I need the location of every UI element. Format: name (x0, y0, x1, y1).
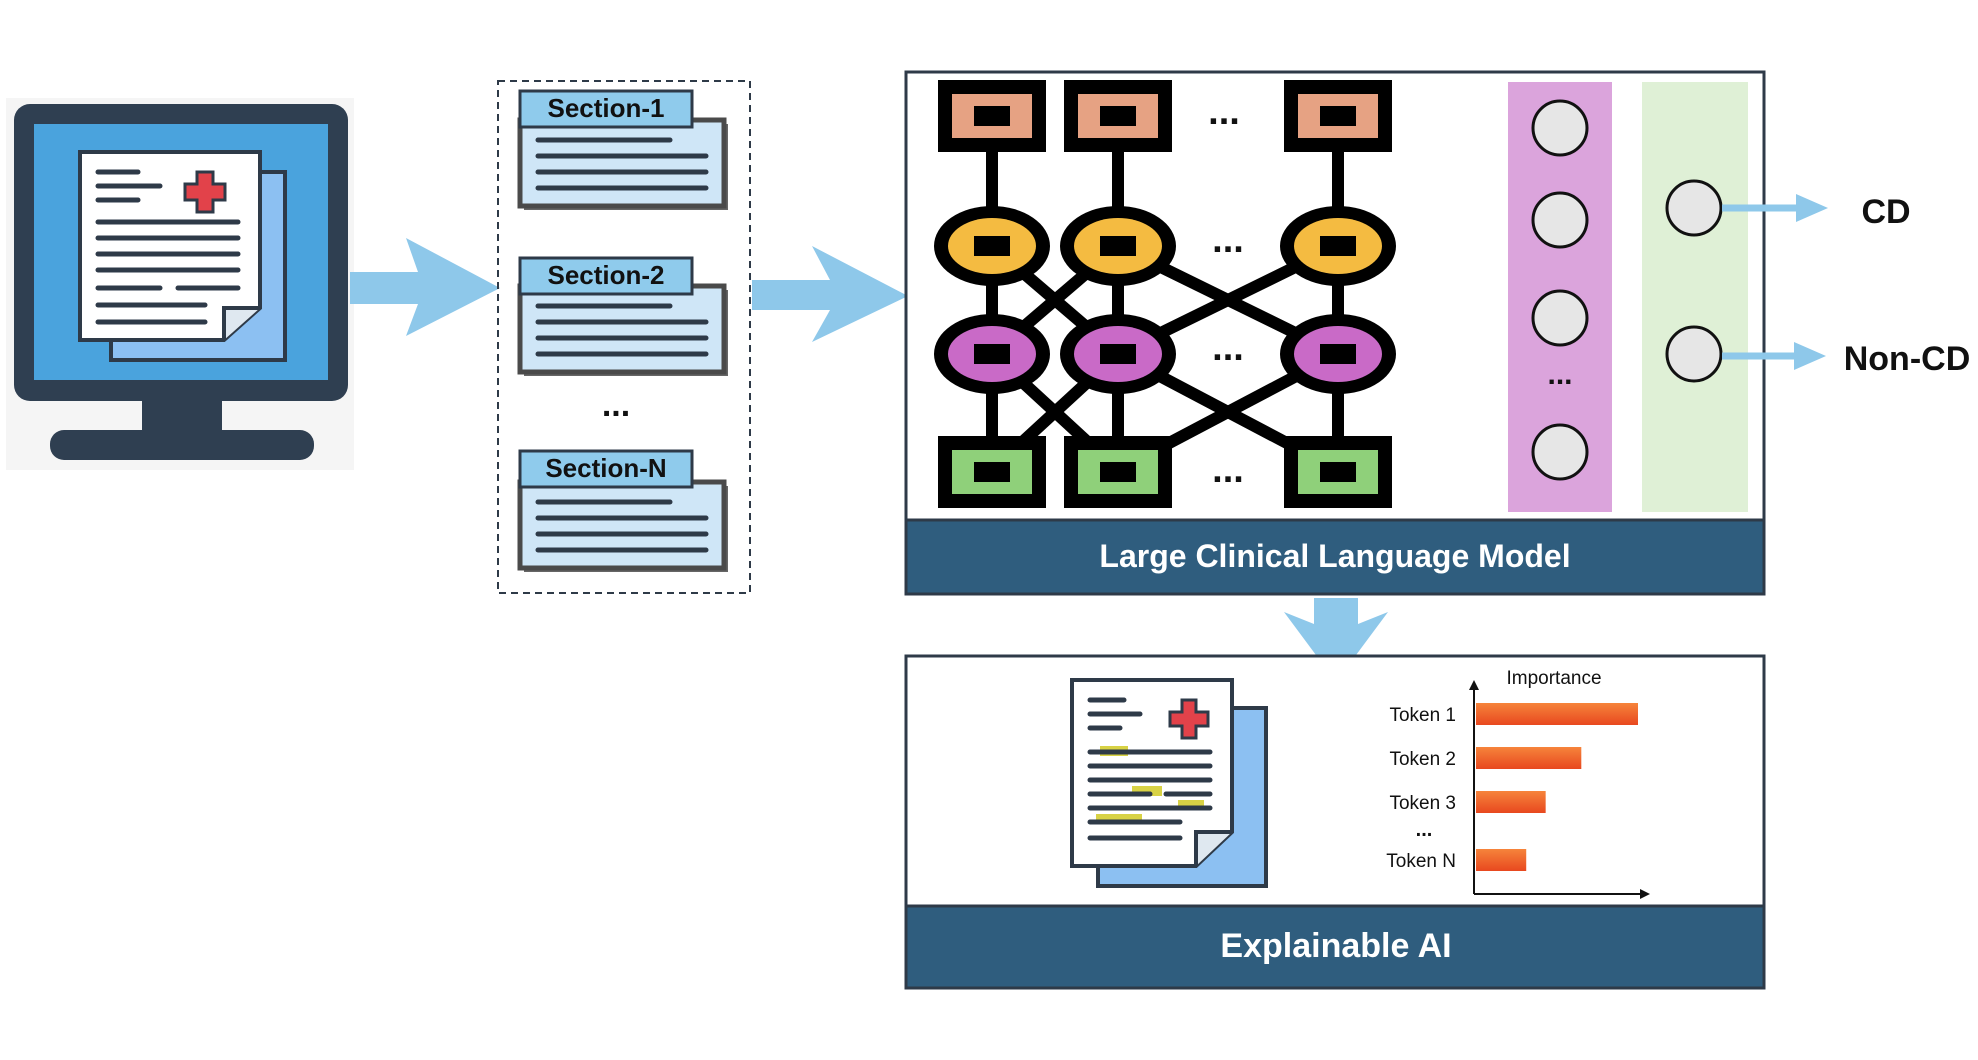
hidden-ellipsis: ... (1547, 358, 1572, 391)
section-card-1: Section-1 (517, 89, 728, 210)
token-label: Token 3 (1389, 793, 1456, 814)
hidden-layer-panel: ... (1508, 82, 1612, 512)
network-ellipsis-bottom: ... (1212, 449, 1244, 491)
flow-arrow-1 (350, 238, 500, 336)
sections-container (497, 80, 751, 594)
layer1-nodes (934, 206, 1396, 286)
chart-y-title: Importance (1506, 668, 1601, 689)
network-ellipsis-top: ... (1208, 91, 1240, 133)
token-label: Token N (1386, 851, 1456, 872)
section-card-2: Section-2 (517, 256, 728, 376)
importance-bar (1476, 849, 1527, 871)
output-label-noncd: Non-CD (1844, 340, 1971, 378)
token-label: Token 2 (1389, 749, 1456, 770)
chart-ellipsis: ... (1416, 819, 1433, 841)
section-card-n: Section-N (517, 449, 728, 572)
importance-bar (1476, 747, 1582, 769)
output-label-cd: CD (1861, 193, 1910, 231)
section-label: Section-N (545, 453, 666, 483)
network-ellipsis-layer2: ... (1212, 327, 1244, 369)
section-label: Section-1 (547, 93, 664, 123)
input-nodes (938, 80, 1392, 152)
xai-panel: Explainable AI (904, 654, 1766, 990)
importance-chart: Importance ... Token 1 Token 2 Token 3 Toke… (1386, 668, 1650, 899)
model-title: Large Clinical Language Model (1099, 538, 1570, 574)
token-label: Token 1 (1389, 705, 1456, 726)
sections-ellipsis: ... (602, 386, 630, 424)
xai-title: Explainable AI (1220, 927, 1451, 965)
importance-bar (1476, 703, 1638, 725)
section-label: Section-2 (547, 260, 664, 290)
output-layer-panel (1642, 82, 1748, 512)
embedding-nodes (938, 436, 1392, 508)
layer2-nodes (934, 314, 1396, 394)
network-ellipsis-layer1: ... (1212, 219, 1244, 261)
flow-arrow-down (1284, 598, 1388, 682)
medical-document-icon (78, 150, 287, 362)
flow-arrow-2 (752, 246, 908, 342)
highlighted-document-icon (1070, 678, 1268, 888)
importance-bar (1476, 791, 1546, 813)
